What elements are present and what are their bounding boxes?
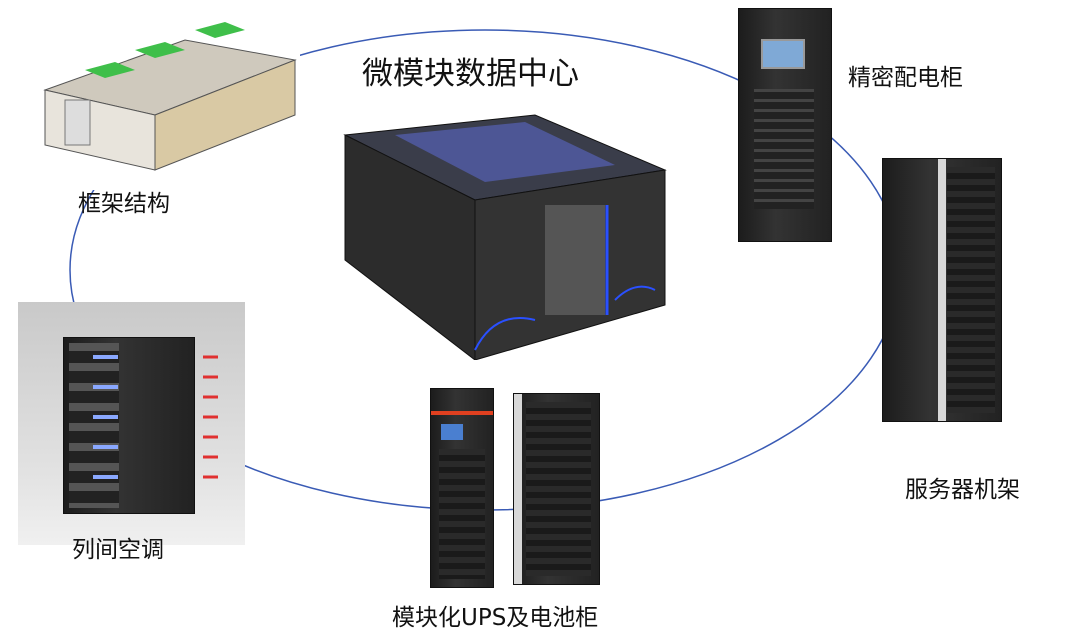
server-rack-label: 服务器机架 xyxy=(905,477,1020,503)
precision-pdu-cabinet-image xyxy=(738,8,832,242)
modular-ups-image xyxy=(430,388,494,588)
micro-module-image xyxy=(335,110,670,362)
diagram-title: 微模块数据中心 xyxy=(362,56,579,92)
precision-pdu-label: 精密配电柜 xyxy=(848,65,963,91)
inrow-ac-label: 列间空调 xyxy=(72,537,164,563)
modular-ups-label: 模块化UPS及电池柜 xyxy=(392,605,599,631)
battery-cabinet-image xyxy=(513,393,600,585)
frame-structure-label: 框架结构 xyxy=(78,191,170,217)
frame-structure-image xyxy=(25,0,300,190)
inrow-ac-image xyxy=(18,302,245,545)
server-rack-image xyxy=(882,158,1002,422)
